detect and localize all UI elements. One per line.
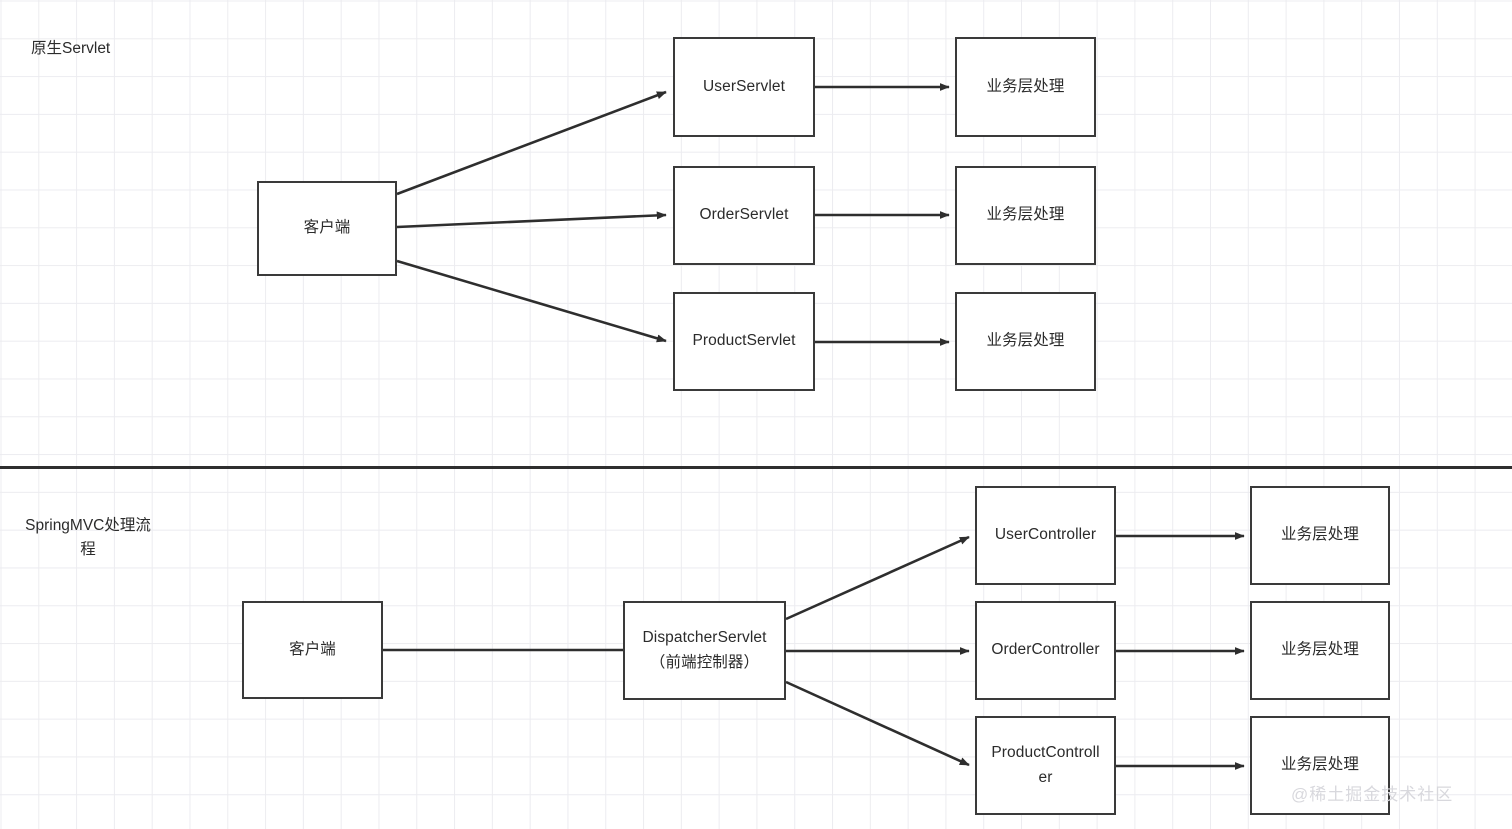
section-label-native-servlet: 原生Servlet <box>31 40 111 57</box>
node-label: 业务层处理 <box>1280 756 1359 774</box>
node-label: OrderController <box>991 641 1100 659</box>
edge-dispatcher-to-productcontroller <box>785 680 970 767</box>
node-label: 客户端 <box>303 219 351 237</box>
watermark: @稀土掘金技术社区 <box>1291 785 1454 804</box>
node-top-service-3[interactable]: 业务层处理 <box>955 292 1096 391</box>
edge-client-to-userservlet <box>396 90 667 196</box>
node-bottom-service-3[interactable]: 业务层处理 <box>1250 716 1390 815</box>
edge-client-to-productservlet <box>396 259 667 343</box>
section-divider <box>0 466 1512 469</box>
node-product-controller[interactable]: ProductController <box>975 716 1116 815</box>
node-order-controller[interactable]: OrderController <box>975 601 1116 700</box>
node-label: UserController <box>994 526 1097 544</box>
node-product-servlet[interactable]: ProductServlet <box>673 292 815 391</box>
node-order-servlet[interactable]: OrderServlet <box>673 166 815 265</box>
node-label: 客户端 <box>289 640 336 658</box>
node-bottom-client[interactable]: 客户端 <box>242 601 383 699</box>
node-dispatcher-servlet[interactable]: DispatcherServlet（前端控制器） <box>623 601 786 700</box>
edge-client-to-orderservlet <box>396 211 667 229</box>
node-label: UserServlet <box>702 77 786 95</box>
node-bottom-service-2[interactable]: 业务层处理 <box>1250 601 1390 700</box>
node-label: 业务层处理 <box>986 77 1065 95</box>
node-label: OrderServlet <box>699 206 789 224</box>
node-top-client[interactable]: 客户端 <box>257 181 397 276</box>
node-top-service-1[interactable]: 业务层处理 <box>955 37 1096 137</box>
node-top-service-2[interactable]: 业务层处理 <box>955 166 1096 265</box>
edge-dispatcher-to-usercontroller <box>785 535 970 621</box>
node-label: 业务层处理 <box>1280 641 1359 659</box>
node-label: 业务层处理 <box>986 332 1065 350</box>
node-label: ProductController <box>991 744 1100 786</box>
node-user-servlet[interactable]: UserServlet <box>673 37 815 137</box>
node-label: DispatcherServlet（前端控制器） <box>642 629 767 671</box>
node-user-controller[interactable]: UserController <box>975 486 1116 585</box>
node-label: 业务层处理 <box>1280 526 1359 544</box>
node-label: 业务层处理 <box>986 206 1065 224</box>
node-label: ProductServlet <box>692 332 796 350</box>
section-label-springmvc: SpringMVC处理流 程 <box>25 517 151 559</box>
node-bottom-service-1[interactable]: 业务层处理 <box>1250 486 1390 585</box>
